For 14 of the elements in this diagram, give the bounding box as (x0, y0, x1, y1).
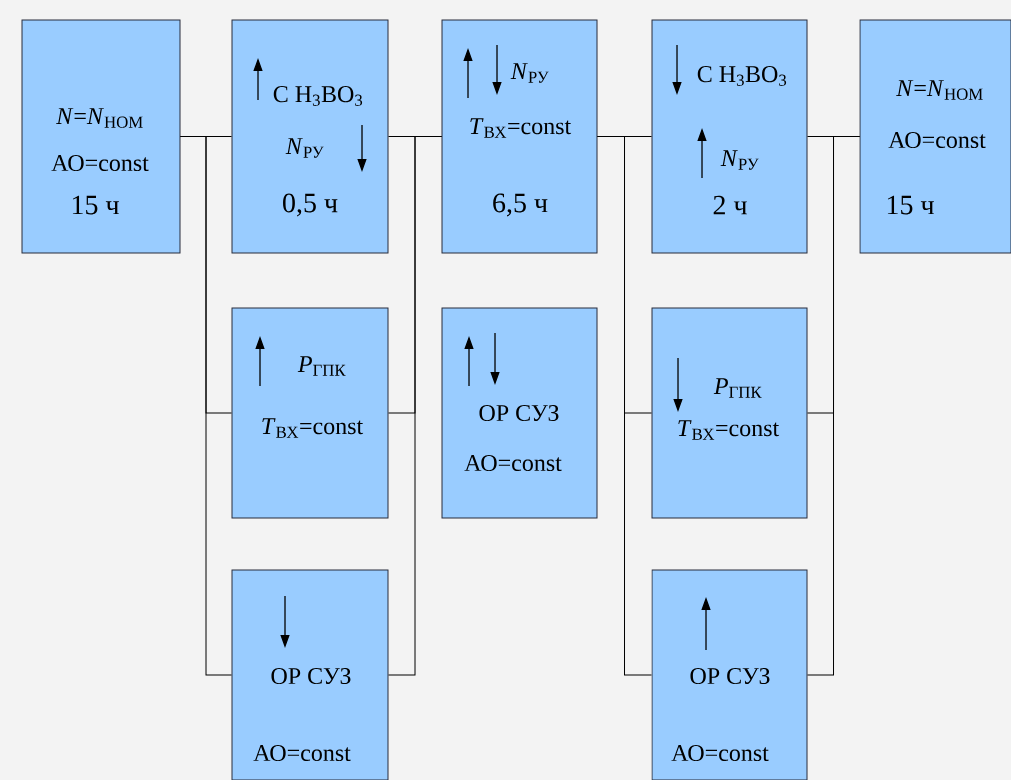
process-box: C H$_{3}$BO$_{3}$ N$_{РУ}$ 2 ч (651, 19, 808, 254)
connector-line (388, 136, 442, 676)
process-box: P$_{ГПК}$ T$_{ВХ}$=const (651, 307, 808, 519)
process-box: C H$_{3}$BO$_{3}$ N$_{РУ}$ 0,5 ч (231, 19, 389, 254)
process-box: ОР СУЗ АО=const (231, 569, 389, 780)
process-box: N$_{РУ}$ T$_{ВХ}$=const 6,5 ч (441, 19, 598, 254)
process-box: N=N$_{НОМ}$ АО=const 15 ч (859, 19, 1011, 254)
connector-line (180, 136, 232, 676)
connector-line (597, 136, 652, 676)
process-box: ОР СУЗ АО=const (651, 569, 808, 780)
process-box: ОР СУЗ АО=const (441, 307, 598, 519)
connector-line (807, 136, 860, 676)
process-box: N=N$_{НОМ}$ АО=const 15 ч (21, 19, 181, 254)
process-box: P$_{ГПК}$ T$_{ВХ}$=const (231, 307, 389, 519)
